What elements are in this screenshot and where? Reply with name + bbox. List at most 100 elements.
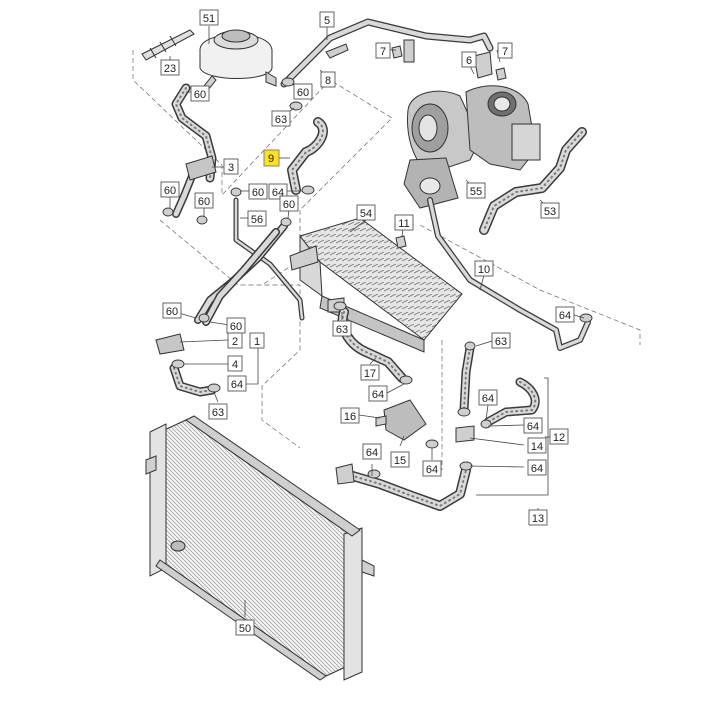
svg-text:60: 60 xyxy=(230,321,242,333)
svg-text:63: 63 xyxy=(336,324,348,336)
callout-60[interactable]: 60 xyxy=(248,183,268,200)
svg-text:6: 6 xyxy=(466,55,472,67)
expansion-tank xyxy=(199,29,277,91)
svg-text:54: 54 xyxy=(360,208,372,220)
callout-55[interactable]: 55 xyxy=(466,182,486,199)
svg-text:60: 60 xyxy=(297,87,309,99)
callout-17[interactable]: 17 xyxy=(360,364,380,381)
svg-text:64: 64 xyxy=(527,421,539,433)
svg-text:64: 64 xyxy=(231,379,243,391)
svg-text:60: 60 xyxy=(164,185,176,197)
svg-text:10: 10 xyxy=(478,264,490,276)
svg-text:7: 7 xyxy=(502,46,508,58)
callout-12[interactable]: 12 xyxy=(549,428,569,445)
svg-text:1: 1 xyxy=(254,336,260,348)
callout-64[interactable]: 64 xyxy=(362,443,382,460)
callout-63[interactable]: 63 xyxy=(208,403,228,420)
svg-text:64: 64 xyxy=(372,389,384,401)
turbocharger xyxy=(403,85,541,209)
callout-60[interactable]: 60 xyxy=(279,195,299,212)
callout-64[interactable]: 64 xyxy=(227,375,247,392)
callout-4[interactable]: 4 xyxy=(227,355,243,372)
callout-64[interactable]: 64 xyxy=(368,385,388,402)
callout-9-highlighted[interactable]: 9 xyxy=(263,149,280,167)
svg-text:16: 16 xyxy=(344,411,356,423)
callout-56[interactable]: 56 xyxy=(247,210,267,227)
svg-text:64: 64 xyxy=(366,447,378,459)
callout-16[interactable]: 16 xyxy=(340,407,360,424)
callout-50[interactable]: 50 xyxy=(235,619,255,636)
svg-text:56: 56 xyxy=(251,214,263,226)
svg-text:12: 12 xyxy=(553,432,565,444)
callout-7[interactable]: 7 xyxy=(375,42,391,59)
callout-60[interactable]: 60 xyxy=(160,181,180,198)
svg-text:13: 13 xyxy=(532,513,544,525)
svg-text:60: 60 xyxy=(252,187,264,199)
svg-text:5: 5 xyxy=(324,15,330,27)
callout-3[interactable]: 3 xyxy=(223,158,239,175)
callout-64[interactable]: 64 xyxy=(523,417,543,434)
svg-text:60: 60 xyxy=(283,199,295,211)
svg-text:51: 51 xyxy=(203,13,215,25)
svg-text:60: 60 xyxy=(198,196,210,208)
svg-text:60: 60 xyxy=(194,89,206,101)
callout-11[interactable]: 11 xyxy=(394,214,414,231)
connectors-and-clamps xyxy=(155,45,593,485)
callout-13[interactable]: 13 xyxy=(528,509,548,526)
callout-64[interactable]: 64 xyxy=(527,459,547,476)
callout-54[interactable]: 54 xyxy=(356,204,376,221)
callout-63[interactable]: 63 xyxy=(332,320,352,337)
callout-60[interactable]: 60 xyxy=(194,192,214,209)
callout-53[interactable]: 53 xyxy=(540,202,560,219)
radiator xyxy=(145,415,375,681)
callout-63[interactable]: 63 xyxy=(271,110,291,127)
callout-8[interactable]: 8 xyxy=(320,71,336,88)
svg-text:60: 60 xyxy=(166,306,178,318)
svg-text:55: 55 xyxy=(470,186,482,198)
coolant-hoses xyxy=(169,83,591,511)
svg-text:63: 63 xyxy=(495,336,507,348)
svg-text:63: 63 xyxy=(275,114,287,126)
svg-text:53: 53 xyxy=(544,206,556,218)
callout-60[interactable]: 60 xyxy=(162,302,182,319)
svg-text:4: 4 xyxy=(232,359,238,371)
svg-text:9: 9 xyxy=(268,153,274,165)
svg-text:2: 2 xyxy=(232,336,238,348)
callout-60[interactable]: 60 xyxy=(226,317,246,334)
callout-10[interactable]: 10 xyxy=(474,260,494,277)
svg-text:64: 64 xyxy=(482,393,494,405)
callout-23[interactable]: 23 xyxy=(160,59,180,76)
callout-64[interactable]: 64 xyxy=(478,389,498,406)
callout-6[interactable]: 6 xyxy=(461,51,477,68)
svg-text:7: 7 xyxy=(380,46,386,58)
callout-64[interactable]: 64 xyxy=(555,306,575,323)
svg-text:3: 3 xyxy=(228,162,234,174)
svg-text:15: 15 xyxy=(394,455,406,467)
svg-text:23: 23 xyxy=(164,63,176,75)
callout-14[interactable]: 14 xyxy=(527,437,547,454)
svg-text:64: 64 xyxy=(531,463,543,475)
callout-7[interactable]: 7 xyxy=(497,42,513,59)
callout-15[interactable]: 15 xyxy=(390,451,410,468)
svg-text:64: 64 xyxy=(559,310,571,322)
svg-text:11: 11 xyxy=(398,218,409,230)
svg-text:63: 63 xyxy=(212,407,224,419)
callout-5[interactable]: 5 xyxy=(319,11,335,28)
callout-60[interactable]: 60 xyxy=(190,85,210,102)
svg-text:64: 64 xyxy=(426,464,438,476)
callout-63[interactable]: 63 xyxy=(491,332,511,349)
coolant-pipe-top xyxy=(280,18,494,88)
callout-64[interactable]: 64 xyxy=(422,460,442,477)
callout-51[interactable]: 51 xyxy=(199,9,219,26)
bracket xyxy=(141,29,195,61)
callout-64[interactable]: 64 xyxy=(268,183,288,200)
svg-text:17: 17 xyxy=(364,368,376,380)
svg-text:50: 50 xyxy=(239,623,251,635)
callout-2[interactable]: 2 xyxy=(227,332,243,349)
svg-text:14: 14 xyxy=(531,441,543,453)
svg-text:8: 8 xyxy=(325,75,331,87)
callout-60[interactable]: 60 xyxy=(293,83,313,100)
callout-labels: 51 23 60 60 5 7 7 8 6 63 9 3 60 64 60 60… xyxy=(160,9,575,636)
callout-1[interactable]: 1 xyxy=(249,332,265,349)
